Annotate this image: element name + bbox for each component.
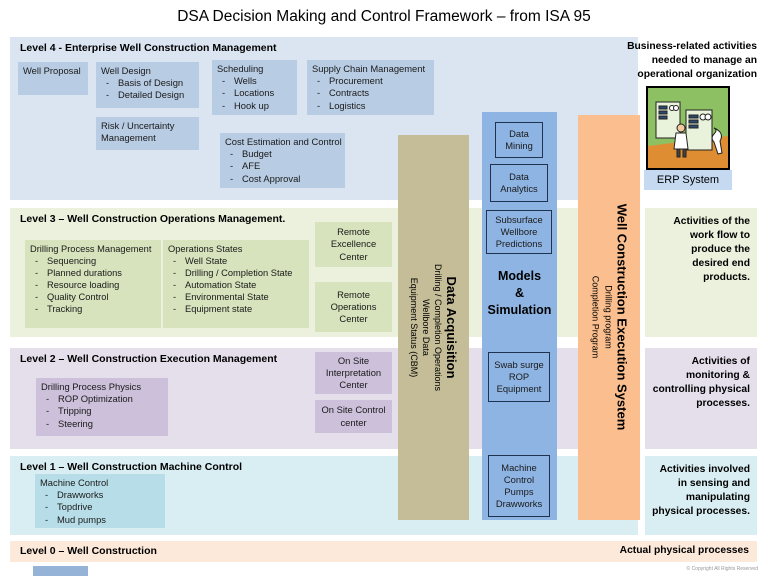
box-subsurface-wellbore-predictions: Subsurface Wellbore Predictions <box>486 210 552 254</box>
box-title: Drilling Process Management <box>30 244 152 254</box>
bullet-item: Budget <box>225 148 340 160</box>
box-title: Machine Control <box>40 477 109 488</box>
box-drilling-process-management: Drilling Process Management Sequencing P… <box>25 240 161 328</box>
box-remote-excellence-center: Remote Excellence Center <box>315 222 392 267</box>
box-title: On Site Control center <box>321 404 386 428</box>
erp-system-illustration <box>648 88 728 168</box>
box-onsite-interpretation-center: On Site Interpretation Center <box>315 352 392 394</box>
bullet-item: Steering <box>41 418 163 430</box>
column-line: Wellbore Data <box>421 299 432 356</box>
bullet-item: Mud pumps <box>40 514 160 526</box>
column-line: Equipment Status (CBM) <box>408 277 419 378</box>
bullet-item: Sequencing <box>30 255 156 267</box>
bullet-item: Procurement <box>312 75 429 87</box>
bullet-item: ROP Optimization <box>41 393 163 405</box>
column-line: Drilling program <box>603 285 614 349</box>
box-onsite-control-center: On Site Control center <box>315 400 392 433</box>
box-title: Subsurface Wellbore Predictions <box>495 213 543 250</box>
box-well-design: Well Design Basis of Design Detailed Des… <box>96 62 199 108</box>
box-well-proposal: Well Proposal <box>18 62 88 95</box>
band-level-0: Level 0 – Well Construction Actual physi… <box>10 541 757 562</box>
box-title: Remote Operations Center <box>330 288 377 325</box>
bullet-item: Cost Approval <box>225 173 340 185</box>
column-execution-system-text: Well Construction Execution System Drill… <box>579 115 641 520</box>
bullet-item: Wells <box>217 75 292 87</box>
box-title: On Site Interpretation Center <box>325 354 382 391</box>
bullet-item: Detailed Design <box>101 89 194 101</box>
page-title: DSA Decision Making and Control Framewor… <box>177 8 591 25</box>
erp-system-image <box>646 86 730 170</box>
box-machine-control-pumps-drawworks: Machine Control Pumps Drawworks <box>488 455 550 517</box>
box-swab-surge-rop-equipment: Swab surge ROP Equipment <box>488 352 550 402</box>
bullet-item: Logistics <box>312 100 429 112</box>
box-risk-uncertainty: Risk / Uncertainty Management <box>96 117 199 150</box>
box-title: Operations States <box>168 244 243 254</box>
column-title: Data Acquisition <box>444 276 460 379</box>
bullet-item: Well State <box>168 255 304 267</box>
column-line: Completion Program <box>591 275 601 359</box>
level-4-heading: Level 4 - Enterprise Well Construction M… <box>20 42 277 54</box>
level-1-heading: Level 1 – Well Construction Machine Cont… <box>20 461 243 473</box>
box-machine-control: Machine Control Drawworks Topdrive Mud p… <box>35 474 165 528</box>
level-2-heading: Level 2 – Well Construction Execution Ma… <box>20 353 278 365</box>
box-data-mining: Data Mining <box>495 122 543 158</box>
annotation-level-1: Activities involved in sensing and manip… <box>645 456 757 535</box>
box-supply-chain: Supply Chain Management Procurement Cont… <box>307 60 434 115</box>
bullet-item: Drawworks <box>40 489 160 501</box>
box-title: Cost Estimation and Control <box>225 136 342 147</box>
level-3-heading: Level 3 – Well Construction Operations M… <box>20 213 286 225</box>
annotation-level-2: Activities of monitoring & controlling p… <box>645 348 757 449</box>
box-operations-states: Operations States Well State Drilling / … <box>163 240 309 328</box>
bullet-item: Tracking <box>30 303 156 315</box>
column-line: Drilling / Completion Operations <box>433 263 444 392</box>
bullet-item: Locations <box>217 87 292 99</box>
box-title: Risk / Uncertainty Management <box>101 120 175 144</box>
bullet-item: Drilling / Completion State <box>168 267 304 279</box>
box-title: Swab surge ROP Equipment <box>494 358 544 395</box>
bottom-left-decoration <box>33 566 88 576</box>
bullet-item: AFE <box>225 160 340 172</box>
bullet-item: Contracts <box>312 87 429 99</box>
box-title: Data Analytics <box>500 170 538 194</box>
annotation-level-0: Actual physical processes <box>619 545 749 556</box>
box-title: Remote Excellence Center <box>330 226 377 262</box>
bullet-item: Basis of Design <box>101 77 194 89</box>
bullet-item: Tripping <box>41 405 163 417</box>
annotation-level-3: Activities of the work flow to produce t… <box>645 208 757 337</box>
column-execution-system: Well Construction Execution System Drill… <box>578 115 640 520</box>
box-data-analytics: Data Analytics <box>490 164 548 202</box>
bullet-item: Quality Control <box>30 291 156 303</box>
box-title: Data Mining <box>505 127 533 151</box>
box-title: Scheduling <box>217 63 264 74</box>
annotation-level-4: Business-related activities needed to ma… <box>627 41 757 80</box>
bullet-item: Planned durations <box>30 267 156 279</box>
box-title: Well Design <box>101 65 151 76</box>
bullet-item: Equipment state <box>168 303 304 315</box>
column-data-acquisition: Data Acquisition Drilling / Completion O… <box>398 135 469 520</box>
bullet-item: Automation State <box>168 279 304 291</box>
copyright-text: © Copyright All Rights Reserved <box>686 566 759 572</box>
column-data-acquisition-text: Data Acquisition Drilling / Completion O… <box>398 135 469 520</box>
erp-caption: ERP System <box>644 170 732 190</box>
box-title: Drilling Process Physics <box>41 381 142 392</box>
box-title: Well Proposal <box>23 65 81 76</box>
bullet-item: Resource loading <box>30 279 156 291</box>
box-remote-operations-center: Remote Operations Center <box>315 282 392 332</box>
box-title: Supply Chain Management <box>312 63 426 74</box>
column-models-simulation: Data Mining Data Analytics Subsurface We… <box>482 112 557 520</box>
box-drilling-process-physics: Drilling Process Physics ROP Optimizatio… <box>36 378 168 436</box>
bullet-item: Hook up <box>217 100 292 112</box>
level-0-heading: Level 0 – Well Construction <box>20 545 157 557</box>
bullet-item: Topdrive <box>40 501 160 513</box>
box-title: Machine Control Pumps Drawworks <box>495 461 543 510</box>
bullet-item: Environmental State <box>168 291 304 303</box>
label-models-simulation: Models & Simulation <box>487 269 552 317</box>
column-title: Well Construction Execution System <box>614 203 630 431</box>
box-scheduling: Scheduling Wells Locations Hook up <box>212 60 297 115</box>
box-cost-estimation: Cost Estimation and Control Budget AFE C… <box>220 133 345 188</box>
